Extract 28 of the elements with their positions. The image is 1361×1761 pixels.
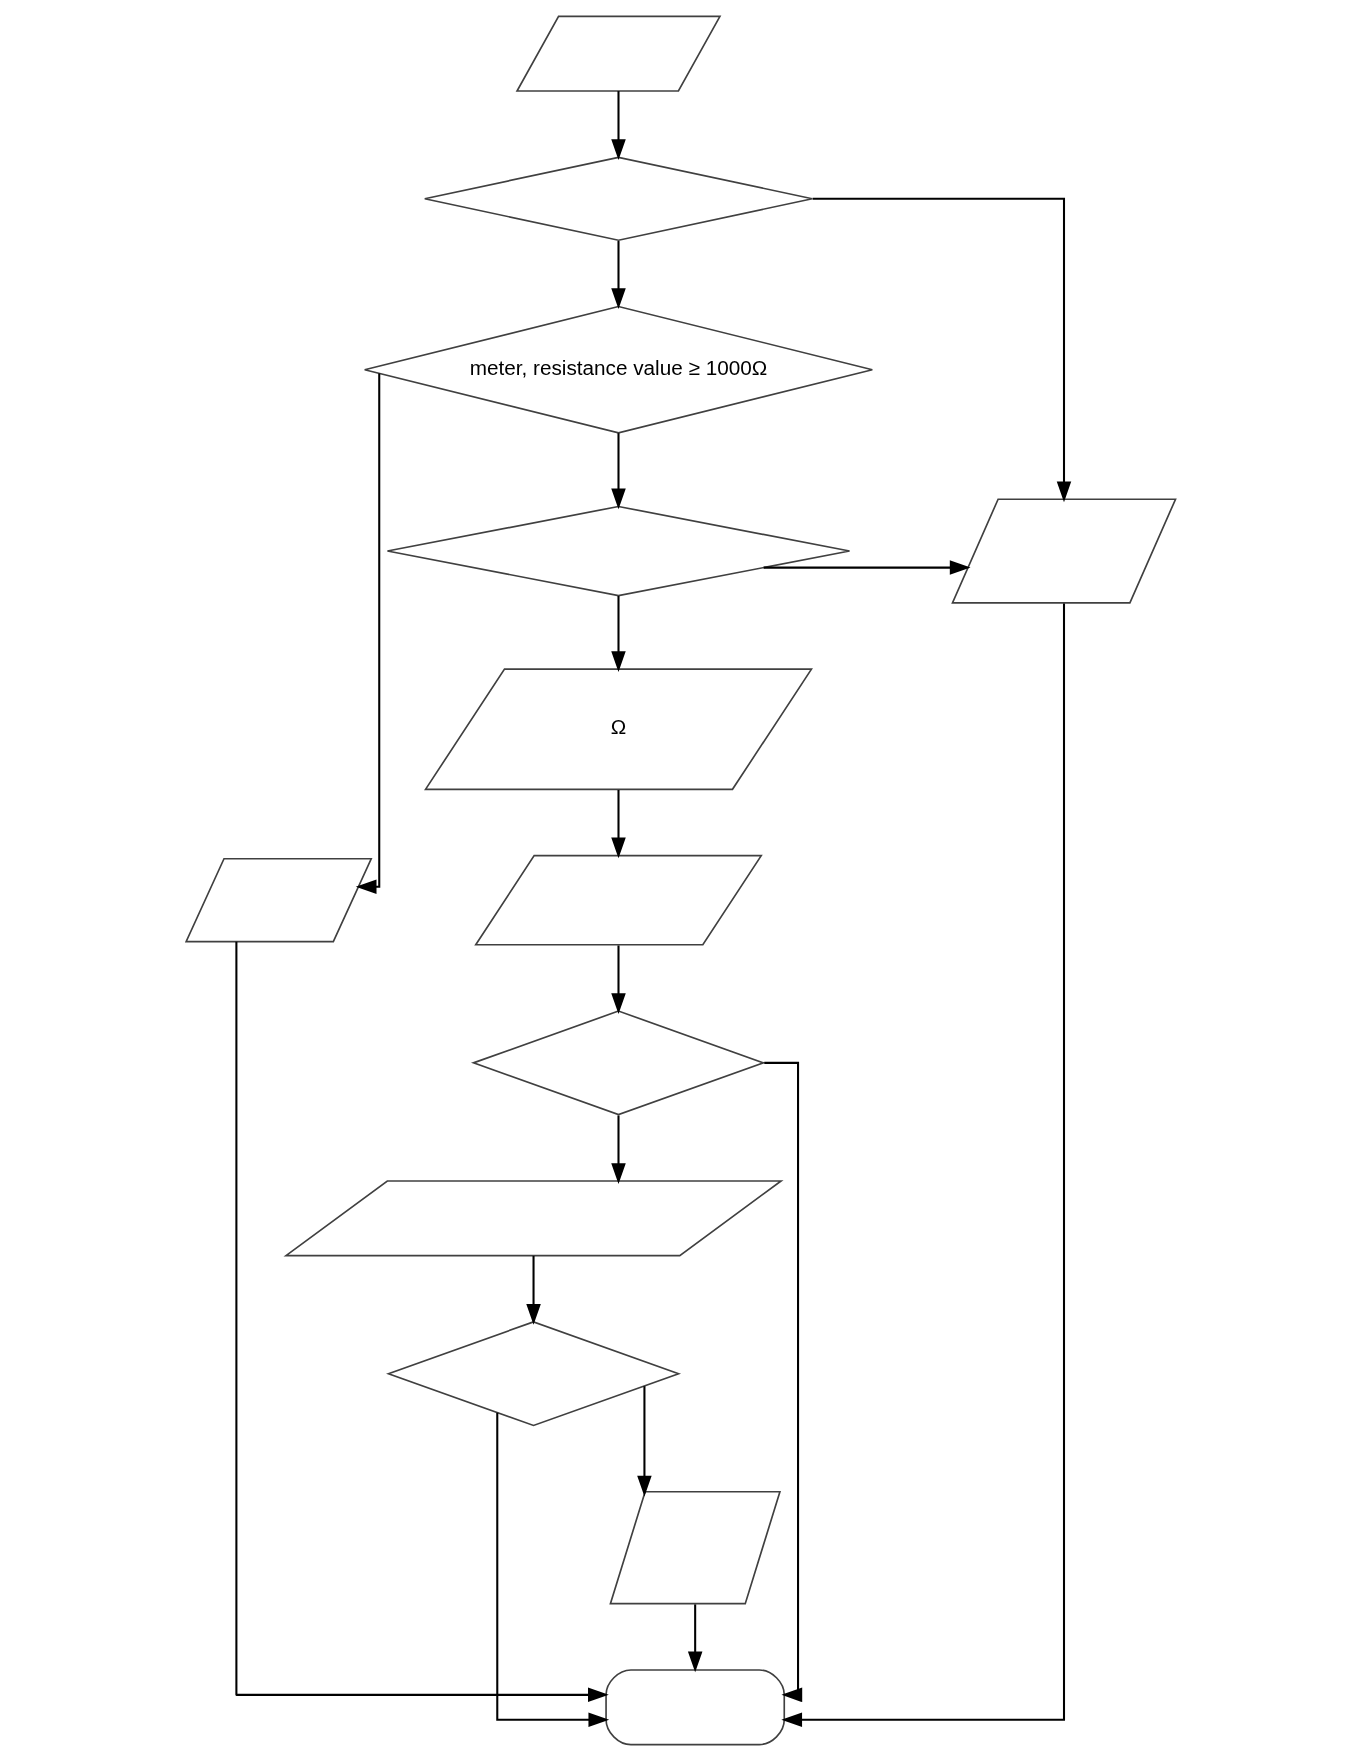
arrow: [636, 1386, 652, 1497]
node-parallelogram: [473, 854, 763, 946]
node-parallelogram: [283, 1180, 784, 1257]
arrow: [763, 1061, 802, 1703]
arrow: [780, 603, 1065, 1727]
arrow: [610, 790, 626, 859]
arrow: [355, 373, 380, 894]
node-diamond: [386, 505, 850, 597]
node-diamond: [470, 1010, 766, 1116]
arrow: [812, 197, 1071, 503]
arrow: [610, 433, 626, 510]
arrow: [763, 560, 971, 575]
node-diamond: [423, 156, 813, 242]
node-parallelogram: [608, 1490, 781, 1605]
node-diamond: meter, resistance value ≥ 1000Ω: [363, 305, 873, 434]
node-diamond: [385, 1320, 681, 1427]
arrow: [495, 1412, 609, 1727]
node-parallelogram: [515, 15, 721, 92]
arrow: [525, 1255, 541, 1325]
node-parallelogram: [184, 857, 372, 943]
arrow: [610, 1115, 626, 1185]
node-stadium: [604, 1669, 785, 1746]
arrow: [610, 241, 626, 310]
arrow: [234, 941, 609, 1703]
arrow: [610, 945, 626, 1015]
arrow: [687, 1604, 702, 1673]
arrow: [610, 596, 626, 672]
arrow: [610, 91, 626, 161]
